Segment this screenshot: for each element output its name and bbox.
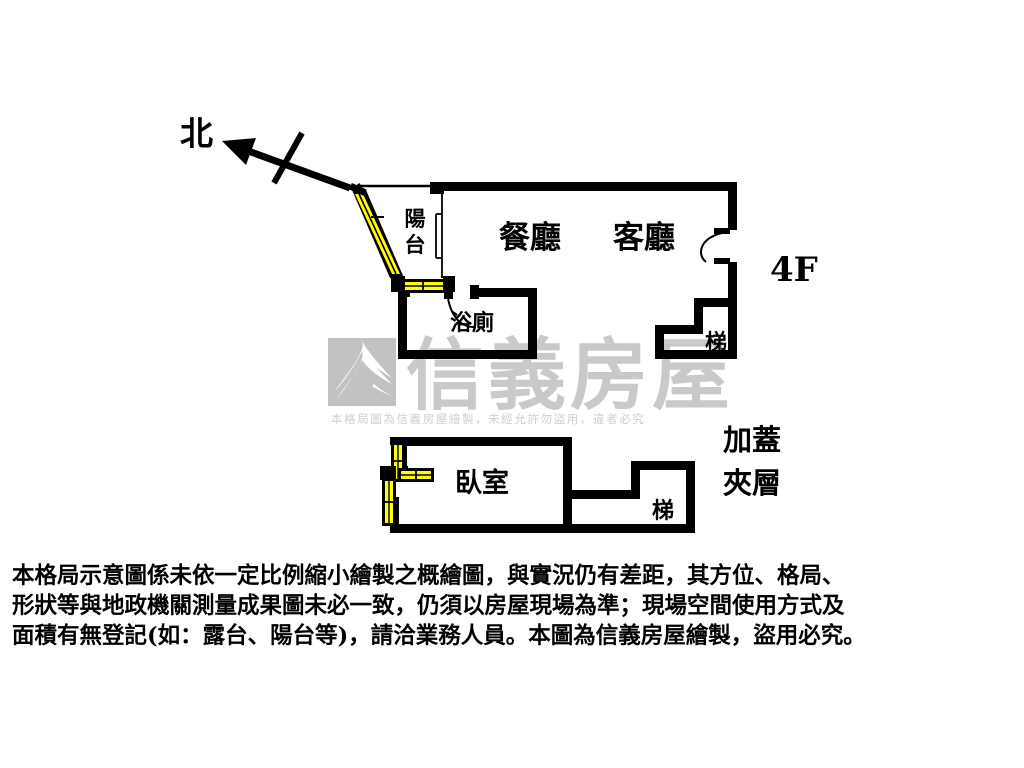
bedroom-windows: [380, 437, 434, 526]
watermark: 信義房屋 本格局圖為信義房屋繪製，未經允許勿盜用，違者必究: [328, 330, 734, 426]
sinyi-realty-logo: [328, 338, 396, 406]
room-label-dining: 餐廳: [499, 220, 561, 256]
north-arrow-icon: 北: [180, 114, 352, 192]
balcony-bottom-window: [400, 279, 446, 293]
room-label-stair-lower: 梯: [652, 498, 674, 524]
bedroom-window-lower: [382, 478, 396, 526]
floor-badge: 4F: [770, 250, 818, 290]
disclaimer-line-1: 本格局示意圖係未依一定比例縮小繪製之概繪圖，與實況仍有差距，其方位、格局、: [12, 562, 845, 589]
disclaimer-line-3: 面積有無登記(如：露台、陽台等)，請洽業務人員。本圖為信義房屋繪製，盜用必究。: [12, 622, 866, 649]
disclaimer-line-2: 形狀等與地政機關測量成果圖未必一致，仍須以房屋現場為準；現場空間使用方式及: [12, 592, 845, 619]
balcony-diagonal-window: [352, 190, 404, 278]
room-label-bathroom: 浴廁: [450, 310, 494, 336]
watermark-brand: 信義房屋: [406, 330, 734, 421]
mezzanine-label-line2: 夾層: [723, 466, 781, 500]
disclaimer-block: 本格局示意圖係未依一定比例縮小繪製之概繪圖，與實況仍有差距，其方位、格局、 形狀…: [12, 562, 866, 649]
room-label-stair-upper: 梯: [705, 330, 727, 356]
entrance-door-icon: [700, 228, 730, 264]
room-label-bedroom: 臥室: [455, 467, 509, 499]
room-label-balcony-2: 台: [405, 232, 426, 257]
watermark-notice: 本格局圖為信義房屋繪製，未經允許勿盜用，違者必究: [331, 412, 645, 426]
balcony-structure: 陽 台: [349, 182, 455, 293]
mezzanine-label-line1: 加蓋: [723, 423, 781, 457]
bedroom-window-middle: [398, 468, 434, 482]
doors: [444, 228, 730, 329]
compass-label: 北: [180, 114, 213, 153]
room-label-balcony-1: 陽: [405, 206, 426, 231]
bathroom-door-icon: [444, 285, 479, 329]
room-label-living: 客廳: [613, 220, 675, 256]
